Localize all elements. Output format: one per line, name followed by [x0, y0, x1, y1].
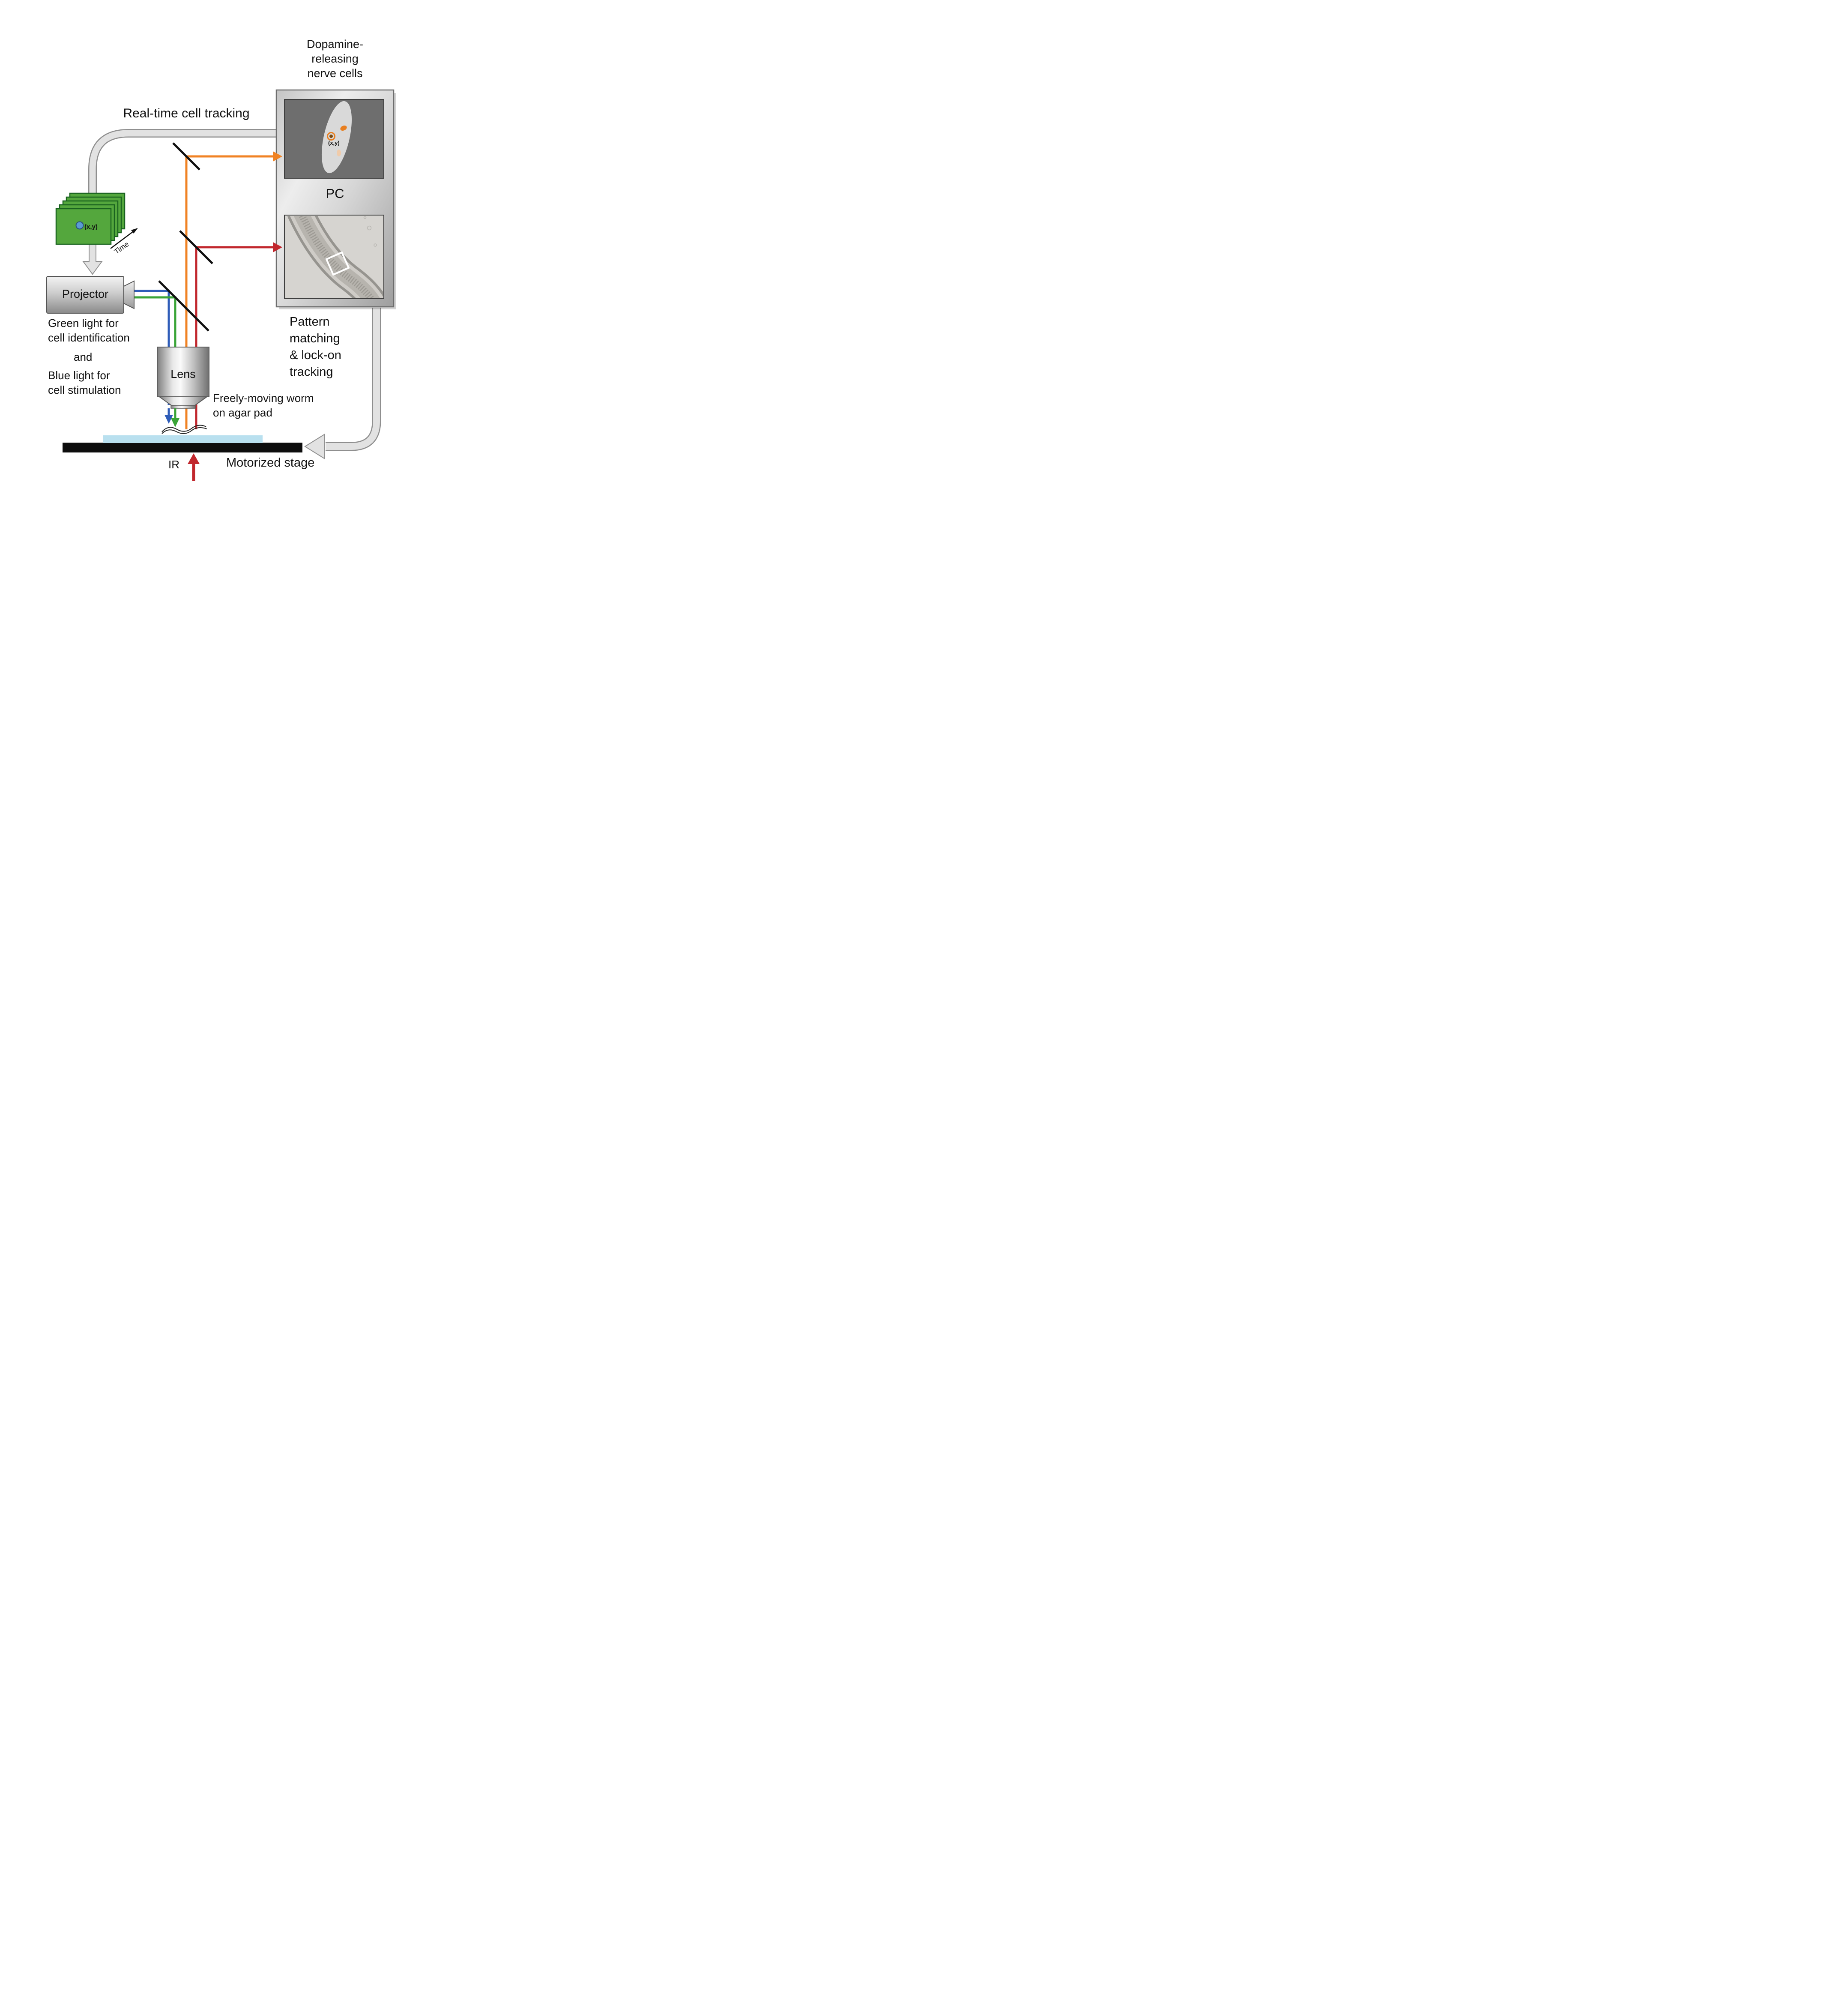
- ir-label: IR: [168, 458, 179, 471]
- green-light-line-2: cell identification: [48, 331, 130, 344]
- ir-arrow: [188, 453, 200, 481]
- pattern-line-4: tracking: [290, 365, 333, 379]
- blue-light-label: Blue light for cell stimulation: [48, 368, 121, 397]
- and-label: and: [74, 350, 93, 363]
- time-label: Time: [113, 240, 130, 256]
- freely-moving-worm-label: Freely-moving worm on agar pad: [213, 391, 314, 420]
- motorized-stage-label: Motorized stage: [226, 456, 315, 470]
- diagram-graphics: Time: [46, 89, 396, 481]
- frames-to-projector-arrow: [82, 242, 103, 275]
- blue-beam-exit: [164, 408, 173, 424]
- projector-label: Projector: [62, 288, 109, 300]
- tracked-nerve-cell: [329, 135, 333, 138]
- green-light-label: Green light for cell identification: [48, 316, 130, 345]
- nerve-cell: [340, 125, 347, 131]
- frames-xy-label: (x,y): [84, 223, 98, 231]
- dopamine-label: Dopamine- releasing nerve cells: [271, 37, 399, 81]
- tracked-cell-dot: [75, 221, 84, 230]
- stage-control-arrow: [304, 308, 381, 459]
- worm-silhouette: [321, 101, 352, 174]
- projector-lens-cone: [123, 280, 135, 309]
- stage-arrowhead: [304, 434, 325, 459]
- dichroic-mirror-middle: [179, 230, 213, 264]
- motorized-stage-bar: [63, 443, 302, 452]
- red-beam-arrowhead: [273, 242, 282, 252]
- pattern-matching-label: Pattern matching & lock-on tracking: [290, 314, 388, 380]
- green-light-line-1: Green light for: [48, 317, 119, 330]
- dopamine-line-1: Dopamine-: [306, 38, 364, 51]
- worm-line-2: on agar pad: [213, 406, 272, 419]
- panel-xy-label: (x,y): [328, 140, 340, 146]
- brightfield-panel: [284, 215, 384, 299]
- worm-line-1: Freely-moving worm: [213, 392, 314, 404]
- fluorescence-panel: [284, 99, 384, 179]
- projector-device: [46, 276, 135, 314]
- orange-beam-arrowhead: [273, 151, 282, 162]
- diagram-canvas: Time: [0, 0, 459, 504]
- realtime-tracking-label: Real-time cell tracking: [123, 106, 250, 120]
- pattern-line-3: & lock-on: [290, 348, 341, 362]
- pattern-match-box: [325, 251, 350, 276]
- dopamine-line-3: nerve cells: [307, 67, 363, 80]
- dichroic-mirror-top: [172, 142, 200, 171]
- pattern-line-1: Pattern: [290, 315, 330, 329]
- dichroic-mirror-bottom: [158, 280, 209, 332]
- pc-label: PC: [326, 186, 344, 201]
- agar-pad: [103, 435, 263, 443]
- image-frame-stack: [55, 192, 126, 245]
- worm-drawing: [161, 425, 207, 434]
- tracking-data-pipe: [88, 129, 278, 198]
- pattern-line-2: matching: [290, 332, 340, 345]
- faint-cell: [337, 150, 341, 156]
- green-beam-exit: [171, 408, 179, 427]
- tracked-nerve-cell-ring: [327, 132, 335, 141]
- brightfield-worm-image: [287, 216, 383, 298]
- blue-light-line-1: Blue light for: [48, 369, 110, 382]
- objective-lens: [157, 347, 209, 409]
- lens-label: Lens: [170, 368, 196, 380]
- blue-light-line-2: cell stimulation: [48, 383, 121, 396]
- dopamine-line-2: releasing: [311, 52, 359, 65]
